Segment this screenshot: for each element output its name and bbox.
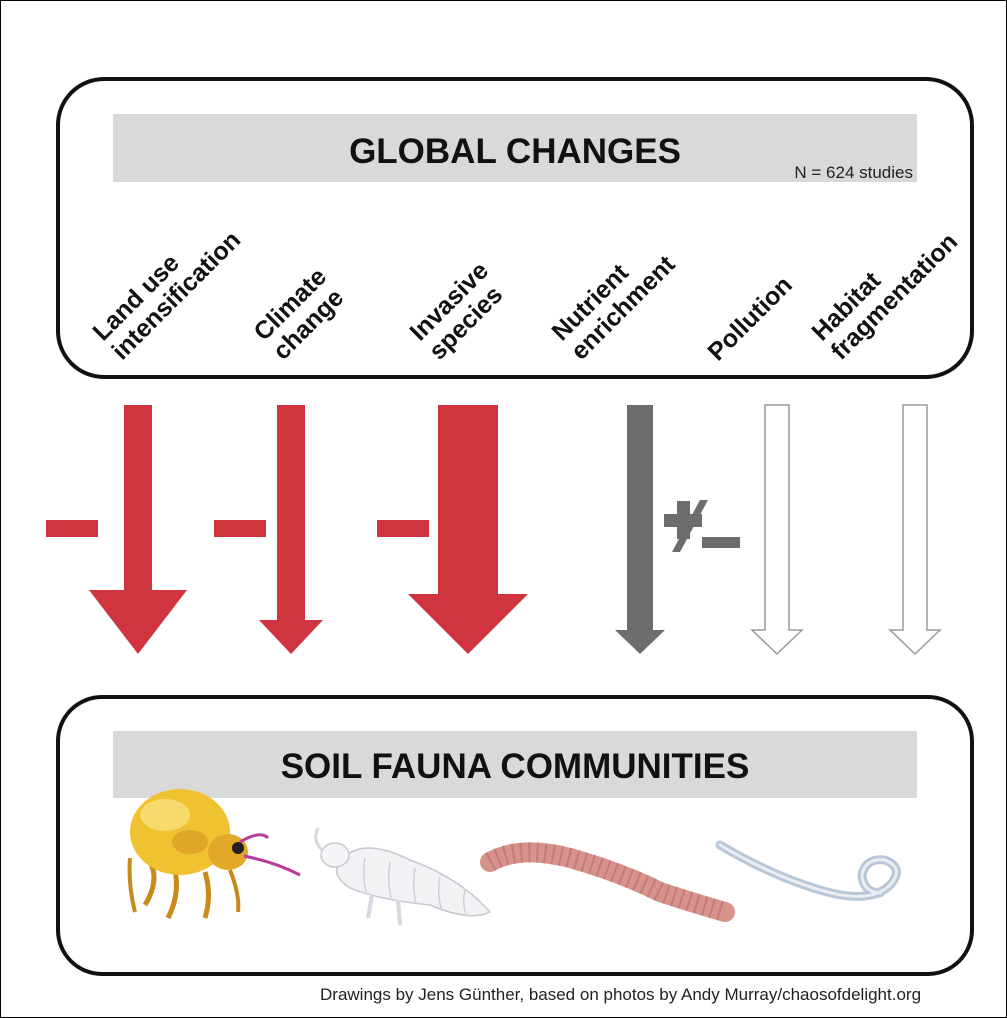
arrow-nutrient (615, 405, 665, 654)
driver-label-land-use: Land use intensification (87, 226, 246, 366)
driver-label-climate: Climate change (248, 263, 349, 366)
plus-minus-sign-nutrient (664, 500, 740, 552)
soil-fauna-title-bar (113, 731, 917, 798)
global-changes-title: GLOBAL CHANGES (349, 132, 681, 171)
illustration-credit: Drawings by Jens Günther, based on photo… (320, 985, 922, 1004)
soil-fauna-title: SOIL FAUNA COMMUNITIES (281, 747, 750, 786)
minus-sign-invasive (377, 520, 429, 537)
nematode-illustration (715, 840, 901, 901)
global-changes-box (56, 77, 974, 379)
sample-size-label: N = 624 studies (794, 163, 913, 182)
soil-fauna-box (56, 695, 974, 976)
arrow-climate (259, 405, 323, 654)
driver-label-nutrient: Nutrient enrichment (546, 250, 681, 366)
driver-label-line1: Pollution (702, 271, 797, 366)
arrow-invasive (408, 405, 528, 654)
driver-label-pollution: Pollution (702, 271, 797, 366)
arrow-pollution (750, 404, 804, 656)
arrow-habitat (888, 404, 942, 656)
larva-illustration (314, 827, 492, 926)
minus-sign-climate (214, 520, 266, 537)
earthworm-illustration (480, 842, 735, 922)
springtail-illustration (127, 789, 301, 920)
arrow-land-use (89, 405, 187, 654)
driver-label-invasive: Invasive species (404, 257, 508, 366)
minus-sign-land-use (46, 520, 98, 537)
driver-label-habitat: Habitat fragmentation (806, 228, 963, 366)
global-changes-title-bar (113, 114, 917, 182)
